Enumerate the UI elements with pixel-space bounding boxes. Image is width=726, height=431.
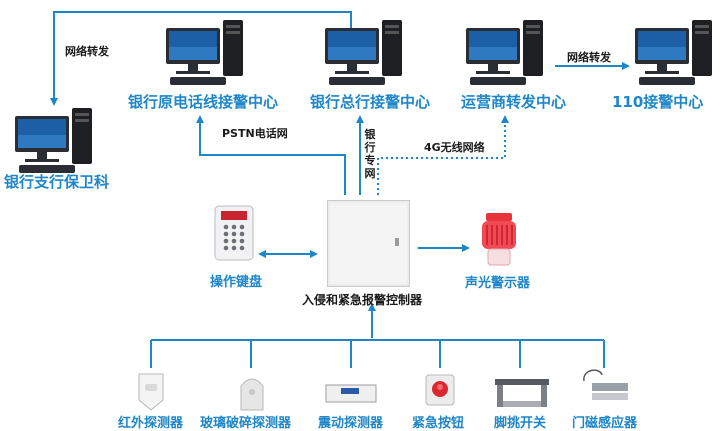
emergency-button-icon	[425, 374, 455, 406]
node-siren: 声光警示器	[465, 276, 531, 291]
node-hq-center: 银行总行接警中心	[310, 93, 431, 111]
detector-label-5: 脚挑开关	[494, 416, 547, 431]
detector-label-1: 红外探测器	[118, 416, 184, 431]
control-panel-box-icon	[327, 200, 410, 287]
edge-label-4g: 4G无线网络	[424, 141, 485, 154]
node-controller: 入侵和紧急报警控制器	[302, 293, 423, 307]
infrared-detector-icon	[138, 373, 164, 411]
workstation-branch-icon	[15, 108, 92, 173]
detector-label-6: 门磁感应器	[572, 416, 638, 431]
edge-4g	[377, 115, 509, 195]
node-keypad: 操作键盘	[210, 275, 263, 290]
vibration-detector-icon	[325, 384, 377, 403]
detector-label-2: 玻璃破碎探测器	[200, 416, 292, 431]
edge-label-bank-private: 银行专网	[364, 128, 376, 180]
node-operator-center: 运营商转发中心	[461, 93, 567, 111]
workstation-hq-center-icon	[325, 20, 402, 85]
edge-pstn	[196, 115, 346, 195]
foot-switch-icon	[495, 379, 549, 407]
workstation-110-center-icon	[635, 20, 712, 85]
workstation-operator-center-icon	[466, 20, 543, 85]
alarm-keypad-icon	[214, 205, 254, 261]
edge-hq-to-branch	[50, 11, 352, 106]
strobe-siren-icon	[482, 213, 516, 266]
node-phone-center: 银行原电话线接警中心	[128, 93, 279, 111]
workstation-phone-center-icon	[166, 20, 243, 85]
edge-label-net-forward-left: 网络转发	[65, 45, 109, 58]
detector-label-3: 震动探测器	[318, 416, 384, 431]
edge-label-net-forward-right: 网络转发	[567, 51, 611, 64]
node-110-center: 110接警中心	[612, 93, 704, 111]
detector-label-4: 紧急按钮	[412, 416, 465, 431]
door-magnet-sensor-icon	[583, 369, 628, 400]
glass-break-detector-icon	[240, 378, 264, 411]
node-branch-security: 银行支行保卫科	[4, 173, 110, 191]
edge-label-pstn: PSTN电话网	[222, 127, 288, 140]
